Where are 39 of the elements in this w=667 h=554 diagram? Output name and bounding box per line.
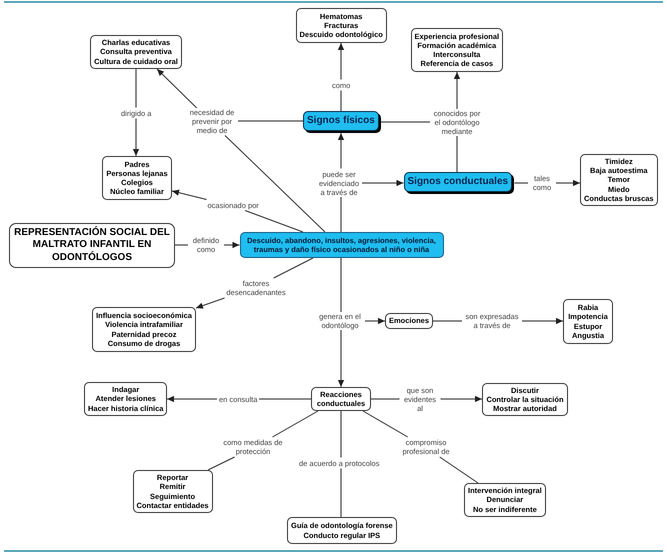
concept-box — [90, 35, 182, 69]
connector-arrow — [514, 180, 580, 186]
connector-arrow — [370, 396, 482, 402]
concept-box — [84, 382, 168, 416]
concept-box — [102, 156, 172, 200]
connector-line — [224, 135, 326, 232]
concept-text: Signos físicos — [307, 115, 375, 127]
concept-box — [404, 172, 514, 194]
concept-text: Signos conductuales — [408, 176, 508, 188]
connector-arrow — [338, 132, 344, 169]
main-topic-text: REPRESENTACIÓN SOCIAL DEL MALTRATO INFANTIL EN ODONTÓLOGOS — [13, 226, 171, 264]
connector-arrow — [196, 258, 314, 309]
connector-line — [340, 410, 342, 518]
connector-line — [340, 258, 342, 312]
concept-box — [410, 28, 504, 72]
connector-arrow — [338, 42, 344, 112]
connector-line — [208, 410, 318, 470]
connector-arrow — [172, 190, 304, 232]
connector-arrow — [454, 72, 460, 108]
concept-box — [132, 470, 213, 513]
concept-box — [296, 8, 387, 43]
concept-box — [311, 387, 371, 411]
connector-line — [340, 197, 342, 232]
concept-box — [240, 232, 444, 258]
connector-arrow — [156, 68, 196, 107]
concept-box — [580, 154, 658, 206]
connector-arrow — [174, 242, 240, 248]
connector-arrow — [432, 318, 564, 324]
concept-box — [464, 483, 546, 517]
concept-box — [303, 111, 381, 133]
concept-box — [482, 383, 568, 416]
concept-box — [563, 299, 613, 344]
concept-box — [287, 517, 397, 544]
connector-arrow — [364, 318, 386, 324]
concept-box — [385, 313, 434, 329]
concept-box — [92, 307, 196, 352]
connector-line — [362, 410, 478, 484]
connector-arrow — [166, 396, 312, 402]
connector-arrow — [132, 68, 140, 156]
